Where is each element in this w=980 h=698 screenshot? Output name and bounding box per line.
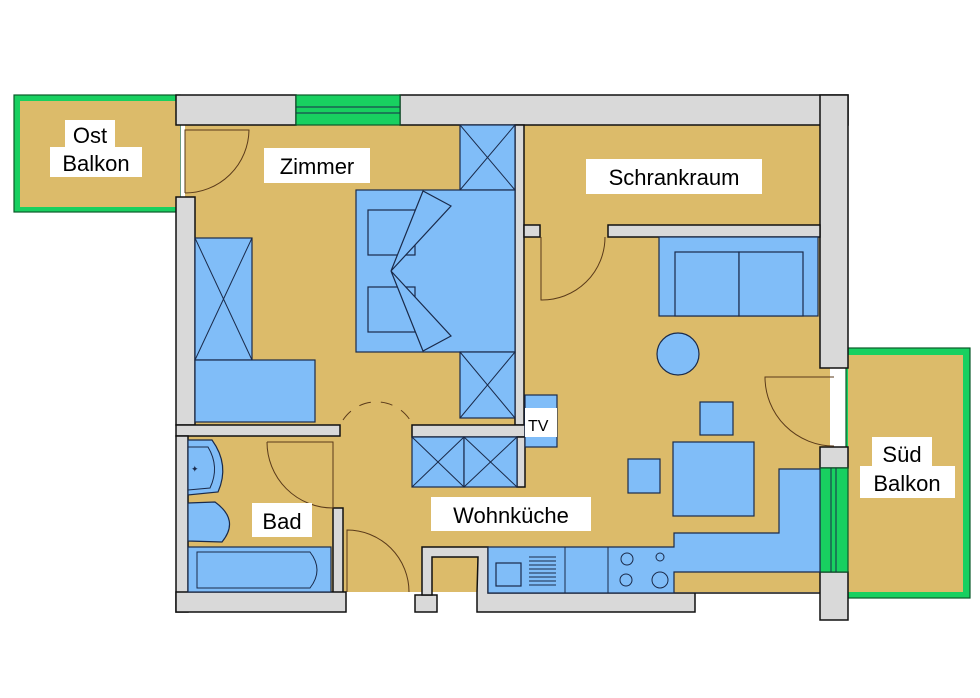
label-wohnkueche: Wohnküche [431,497,591,531]
bathroom-sink: ✦ [187,439,224,496]
doors [184,129,835,593]
label-sued-balkon: Süd Balkon [860,437,955,498]
sink [495,562,522,587]
tv: TV [524,394,558,448]
stove [619,552,669,589]
toilet [187,501,231,543]
svg-text:Ost: Ost [73,123,107,148]
wardrobe-top [459,124,516,191]
svg-text:✦: ✦ [191,464,199,474]
dining-table [672,441,755,517]
svg-text:Balkon: Balkon [873,471,940,496]
wardrobe-left [194,237,253,361]
tv-label: TV [528,418,549,435]
ost-balkon [13,94,181,213]
drainer [529,556,556,586]
svg-text:Wohnküche: Wohnküche [453,503,569,528]
bathtub [187,546,332,593]
label-schrankraum: Schrankraum [586,159,762,194]
sofa [658,236,819,317]
chair [627,458,661,494]
label-bad: Bad [252,503,312,537]
svg-text:Balkon: Balkon [62,151,129,176]
round-table [656,332,700,376]
svg-text:Bad: Bad [262,509,301,534]
walls [175,94,849,621]
svg-text:Schrankraum: Schrankraum [609,165,740,190]
kitchen-counter [487,468,821,594]
window-zimmer [295,94,401,126]
desk [194,359,316,423]
svg-text:Süd: Süd [882,442,921,467]
label-zimmer: Zimmer [264,148,370,183]
wardrobe-bottom [459,351,516,419]
cabinets [411,436,518,488]
chair [699,401,734,436]
label-ost-balkon: Ost Balkon [50,120,142,177]
window-wohnkueche [819,467,849,573]
svg-text:Zimmer: Zimmer [280,154,355,179]
bed [355,189,516,353]
